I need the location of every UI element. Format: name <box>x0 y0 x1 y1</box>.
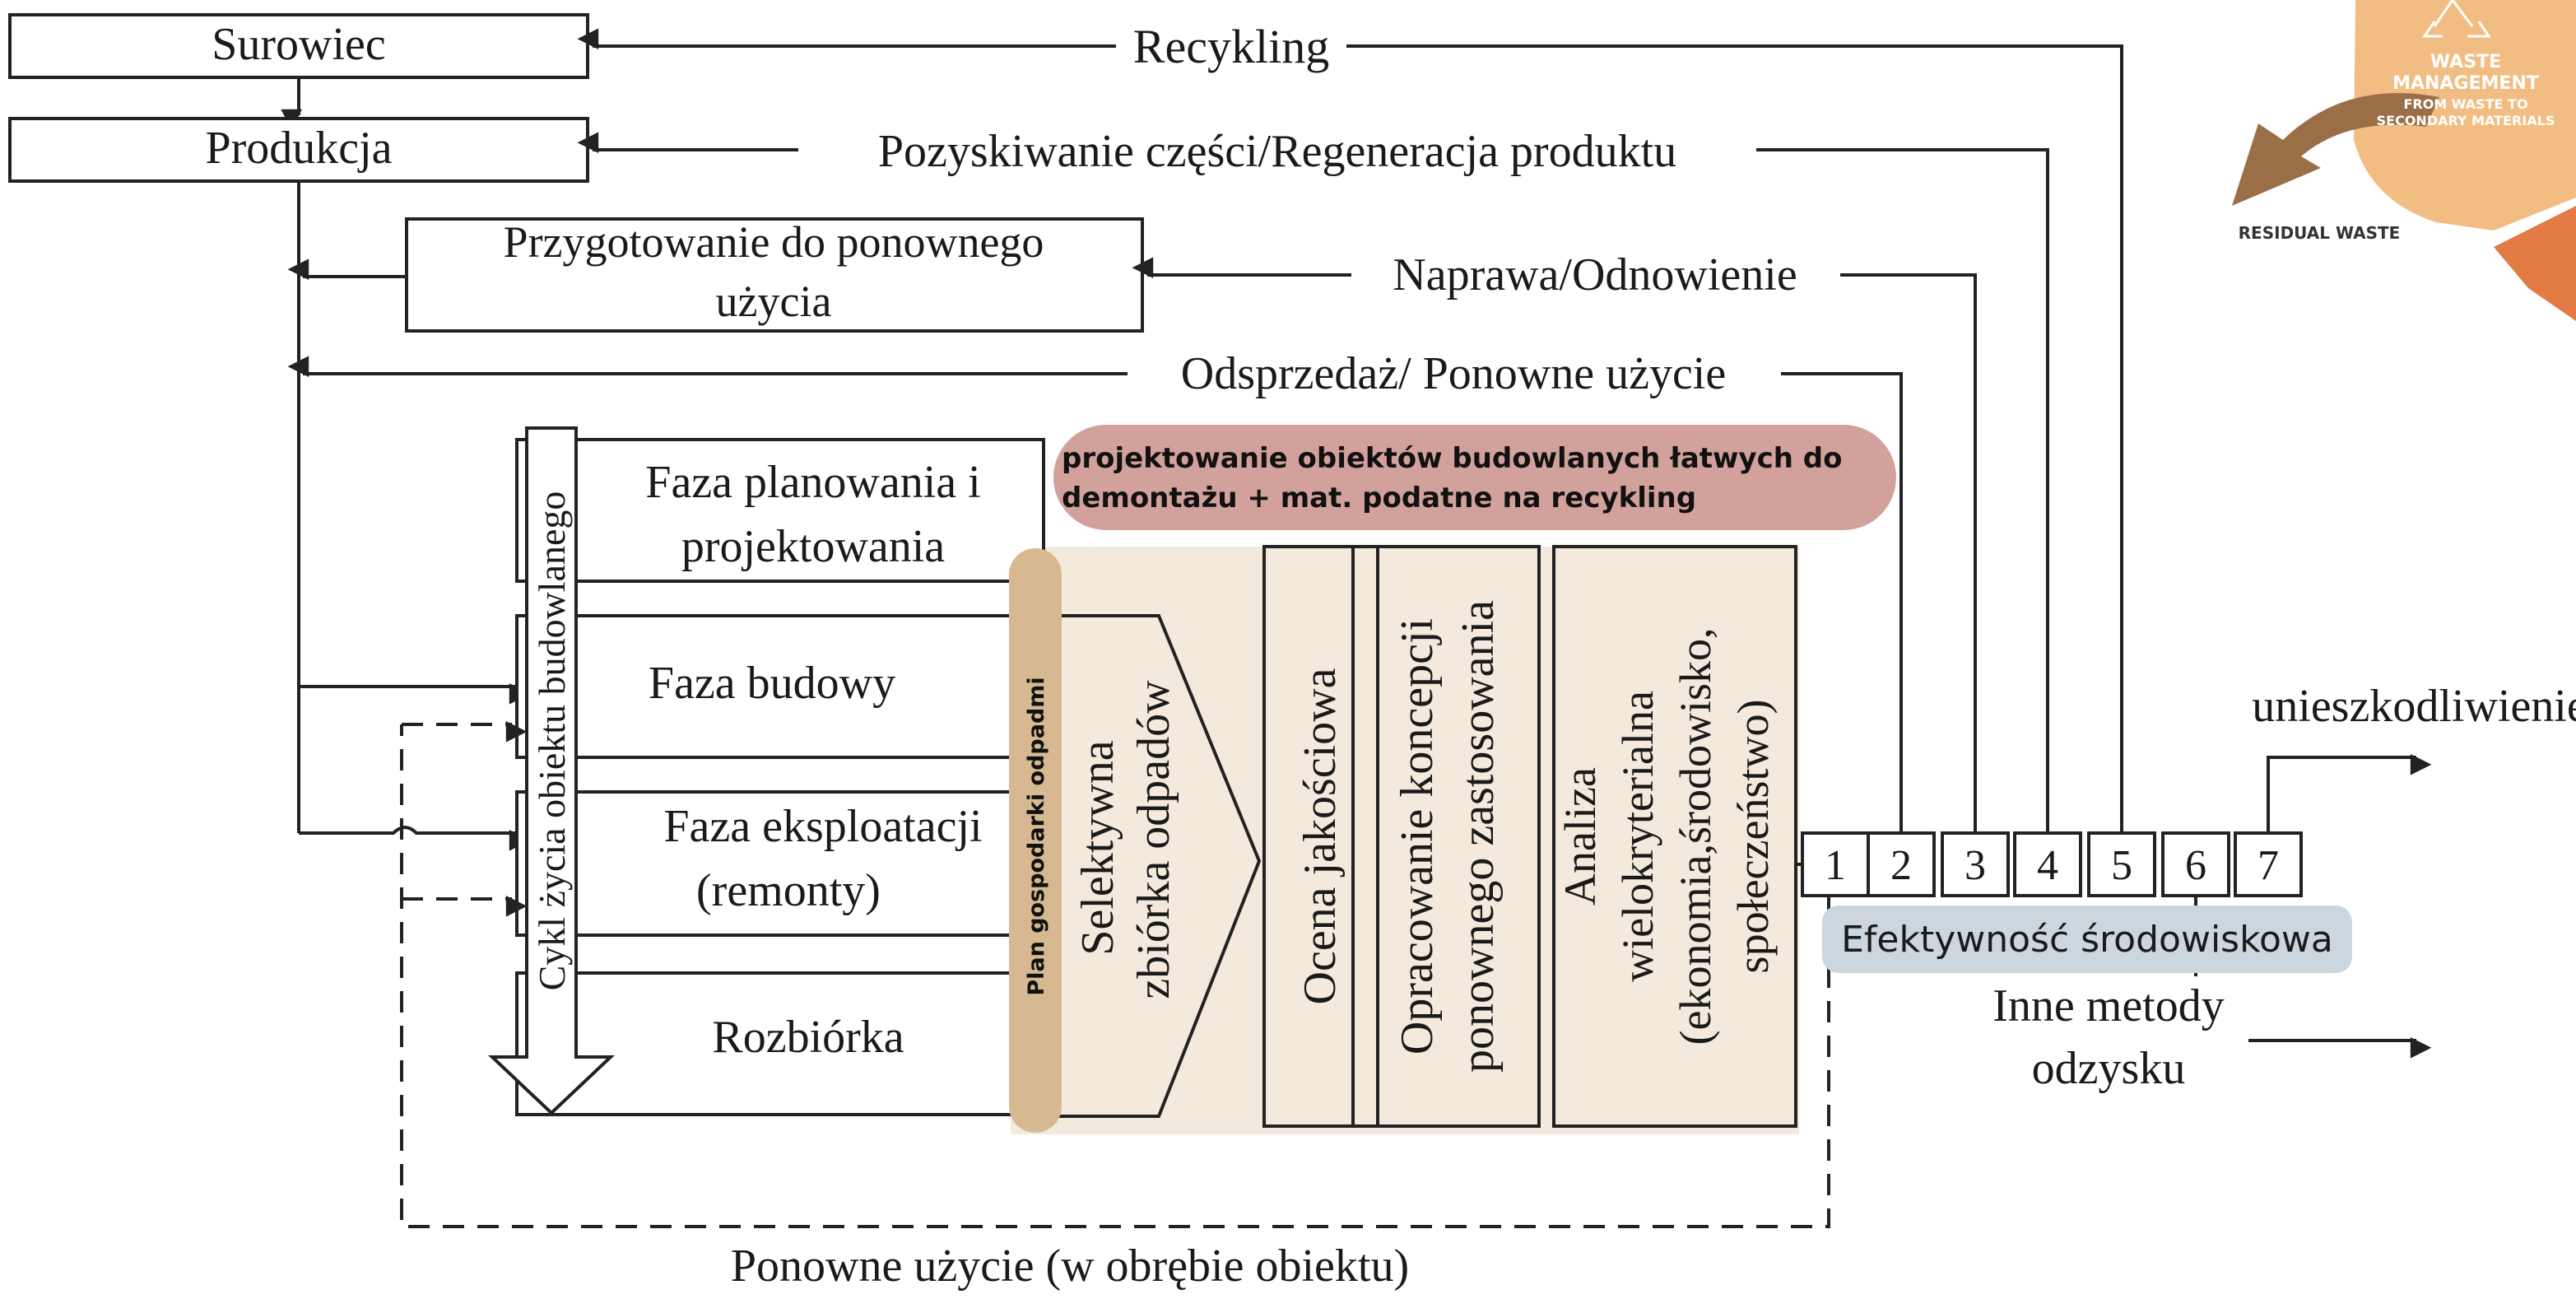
eksploatacja-label-line2: (remonty) <box>696 865 881 916</box>
number-label: 3 <box>1965 842 1986 889</box>
pozyskiwanie-label: Pozyskiwanie części/Regeneracja produktu <box>878 126 1676 177</box>
ocena-label: Ocena jakościowa <box>1295 668 1346 1004</box>
number-label: 7 <box>2257 842 2279 889</box>
odsprzedaz-loop-line <box>1781 372 1903 833</box>
logo-line3: FROM WASTE TO <box>2403 96 2527 112</box>
analiza-label-line1: Analiza <box>1555 767 1605 906</box>
efektywnosc-badge: Efektywność środowiskowa <box>1822 906 2352 973</box>
projektowanie-note-line2: demontażu + mat. podatne na recykling <box>1062 482 1696 514</box>
projektowanie-note: projektowanie obiektów budowlanych łatwy… <box>1053 425 1896 530</box>
inne-metody-label-line1: Inne metody <box>1992 980 2224 1031</box>
number-box: 7 <box>2234 831 2303 897</box>
waste-management-logo: WASTE MANAGEMENT FROM WASTE TO SECONDARY… <box>2232 0 2576 321</box>
number-label: 4 <box>2037 842 2058 889</box>
step-ocena: Ocena jakościowa <box>1262 545 1379 1128</box>
lifecycle-label: Cykl życia obiektu budowlanego <box>531 491 573 991</box>
phase-eksploatacja-box: Faza eksploatacji (remonty) <box>515 790 1029 937</box>
przygotowanie-box: Przygotowanie do ponownego użycia <box>405 217 1144 333</box>
reuse-dashed-loop <box>400 724 1830 1228</box>
number-box: 4 <box>2013 831 2082 897</box>
naprawa-loop-line <box>1840 273 1977 833</box>
analiza-label-line2: wielokryterialna <box>1613 691 1662 982</box>
produkcja-label: Produkcja <box>205 123 392 174</box>
surowiec-box: Surowiec <box>8 13 589 79</box>
recykling-loop-line <box>1346 44 2123 833</box>
opracowanie-label-line1: Opracowanie koncepcji <box>1392 618 1443 1055</box>
number-box: 1 <box>1801 831 1870 897</box>
step-opracowanie: Opracowanie koncepcji ponownego zastosow… <box>1351 545 1541 1128</box>
projektowanie-note-line1: projektowanie obiektów budowlanych łatwy… <box>1062 442 1842 475</box>
number-box: 2 <box>1867 831 1936 897</box>
rozbiorka-label: Rozbiórka <box>712 1012 904 1063</box>
number-label: 6 <box>2185 842 2206 889</box>
phase-planowanie-box: Faza planowania i projektowania <box>515 438 1045 583</box>
inne-metody-label-line2: odzysku <box>2032 1043 2186 1094</box>
number-boxes: 1 2 3 4 5 6 7 <box>1801 831 2303 897</box>
step-analiza: Analiza wielokryterialna (ekonomia,środo… <box>1552 545 1797 1128</box>
lifecycle-arrow: Cykl życia obiektu budowlanego <box>487 426 616 1115</box>
budowa-label: Faza budowy <box>649 658 895 709</box>
pozyskiwanie-loop-line <box>1756 148 2049 833</box>
recykling-label: Recykling <box>1133 20 1329 73</box>
odsprzedaz-label: Odsprzedaż/ Ponowne użycie <box>1181 348 1726 399</box>
eksploatacja-label-line1: Faza eksploatacji <box>663 801 982 852</box>
process-panel <box>1011 547 1799 1134</box>
ponowne-obiekt-label: Ponowne użycie (w obrębie obiektu) <box>731 1241 1409 1292</box>
number-box: 6 <box>2161 831 2230 897</box>
produkcja-box: Produkcja <box>8 117 589 183</box>
unieszkodliwienie-arrow <box>2267 754 2432 833</box>
przygotowanie-label-line1: Przygotowanie do ponownego <box>504 217 1044 267</box>
plan-gospodarki-label: Plan gospodarki odpadmi <box>1024 677 1049 995</box>
logo-line2: MANAGEMENT <box>2392 73 2539 94</box>
logo-line4: SECONDARY MATERIALS <box>2377 113 2555 128</box>
feed-to-eksploatacja-arrow <box>299 826 531 851</box>
phase-budowa-box: Faza budowy <box>515 614 1029 759</box>
analiza-label-line4: społeczeństwo) <box>1728 700 1778 974</box>
efektywnosc-label: Efektywność środowiskowa <box>1841 919 2333 961</box>
step-selektywna: Selektywna zbiórka odpadów <box>1021 614 1262 1118</box>
planowanie-label-line1: Faza planowania i <box>645 457 980 508</box>
surowiec-label: Surowiec <box>212 19 386 70</box>
number-label: 2 <box>1890 842 1912 889</box>
selektywna-label-line1: Selektywna <box>1072 740 1123 955</box>
unieszkodliwienie-label: unieszkodliwienie <box>2252 681 2576 732</box>
number-label: 1 <box>1825 842 1846 889</box>
number-box: 3 <box>1941 831 2010 897</box>
analiza-label-line3: (ekonomia,środowisko, <box>1671 628 1720 1045</box>
selektywna-label-line2: zbiórka odpadów <box>1128 680 1179 999</box>
plan-gospodarki-bar: Plan gospodarki odpadmi <box>1009 548 1062 1133</box>
logo-line1: WASTE <box>2430 52 2501 72</box>
planowanie-label-line2: projektowania <box>681 521 945 572</box>
przygotowanie-label-line2: użycia <box>716 277 832 326</box>
recycle-icon <box>2422 0 2491 38</box>
number-box: 5 <box>2087 831 2156 897</box>
number-label: 5 <box>2111 842 2132 889</box>
naprawa-label: Naprawa/Odnowienie <box>1393 249 1797 300</box>
phase-rozbiorka-box: Rozbiórka <box>515 971 1029 1116</box>
opracowanie-label-line2: ponownego zastosowania <box>1453 600 1504 1073</box>
residual-waste-label: RESIDUAL WASTE <box>2239 223 2401 243</box>
